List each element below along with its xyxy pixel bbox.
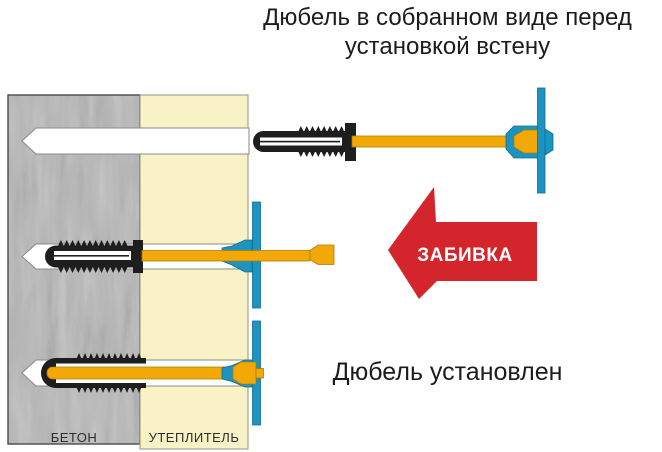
thread-ridges (298, 126, 345, 132)
thread-ridges (76, 353, 142, 360)
pin-tip (255, 368, 264, 379)
sleeve-collar (345, 123, 356, 161)
diagram-title-line2: установкой встену (344, 33, 551, 60)
installed-caption: Дюбель установлен (332, 358, 563, 386)
thread-ridges (58, 240, 128, 246)
washer-assembly (505, 87, 554, 194)
thread-ridges (58, 267, 128, 273)
dowel-assembled-row (21, 87, 554, 194)
dowel-pin (46, 366, 236, 380)
drive-in-arrow-label: ЗАБИВКА (417, 245, 513, 266)
washer-assembly (221, 320, 264, 426)
funnel-nose (544, 128, 554, 156)
dowel-sleeve (45, 240, 143, 273)
drill-hole (21, 127, 250, 155)
thread-ridges (76, 386, 142, 393)
washer-disc (537, 87, 546, 194)
insulation-label: УТЕПЛИТЕЛЬ (148, 430, 240, 445)
pin-head (309, 244, 335, 265)
drive-in-arrow-icon (388, 187, 537, 299)
pin-head (232, 361, 257, 385)
dowel-driving-row (21, 201, 335, 309)
dowel-pin (351, 135, 518, 148)
dowel-pin (141, 244, 335, 265)
sleeve-collar (133, 240, 143, 273)
concrete-label: БЕТОН (50, 430, 98, 445)
diagram-title: Дюбель в собранном виде перед установкой… (225, 3, 662, 61)
dowel-installed-row (21, 320, 264, 426)
thread-ridges (298, 151, 345, 157)
diagram-title-line1: Дюбель в собранном виде перед (263, 4, 632, 31)
dowel-sleeve (253, 123, 356, 161)
